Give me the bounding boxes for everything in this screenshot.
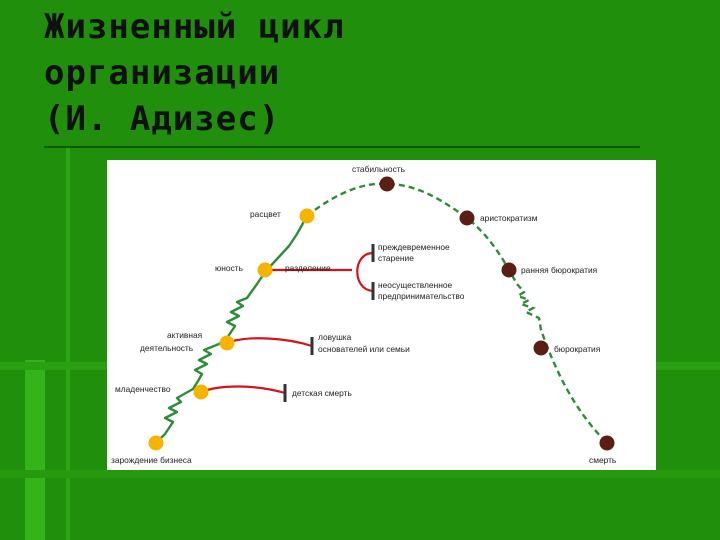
active-node xyxy=(219,335,235,351)
founder-trap-label-line2: основателей или семьи xyxy=(318,344,410,354)
separation-label: разделение xyxy=(285,263,331,273)
active-label-line1: активная xyxy=(167,330,202,340)
aristocracy-label: аристократизм xyxy=(480,213,538,223)
growth-curve xyxy=(155,215,309,444)
early-bureaucracy-node xyxy=(501,262,517,278)
stability-node xyxy=(379,176,395,192)
unrealized-label-line2: предпринимательство xyxy=(378,291,465,301)
death-label: смерть xyxy=(589,455,617,465)
birth-node xyxy=(148,435,164,451)
premature-aging-label-line1: преждевременное xyxy=(378,242,450,252)
youth-node xyxy=(257,262,273,278)
title-line: (И. Адизес) xyxy=(44,99,281,139)
aging-arc xyxy=(356,251,374,293)
aristocracy-node xyxy=(459,210,475,226)
bureaucracy-label: бюрократия xyxy=(554,344,600,354)
slide-title: Жизненный цикл организации (И. Адизес) xyxy=(44,4,345,142)
active-label-line2: деятельность xyxy=(140,343,194,353)
unrealized-label-line1: неосуществленное xyxy=(378,280,453,290)
background-stripe xyxy=(0,470,720,478)
bureaucracy-node xyxy=(533,340,549,356)
death-node xyxy=(599,435,615,451)
infancy-node xyxy=(193,384,209,400)
lifecycle-diagram-panel: зарождение бизнеса младенчество активная… xyxy=(107,160,656,470)
title-underline xyxy=(44,146,640,148)
background-stripe xyxy=(25,360,45,540)
decline-curve xyxy=(306,182,608,444)
infant-death-branch xyxy=(200,385,286,395)
founder-trap-label-line1: ловушка xyxy=(318,332,352,342)
youth-label: юность xyxy=(215,263,244,273)
title-line: Жизненный цикл xyxy=(44,7,345,47)
infant-death-label: детская смерть xyxy=(292,388,352,398)
stability-label: стабильность xyxy=(352,164,406,174)
infancy-label: младенчество xyxy=(115,384,171,394)
background-stripe xyxy=(66,148,70,540)
founder-trap-branch xyxy=(226,337,313,348)
premature-aging-label-line2: старение xyxy=(378,253,414,263)
early-bureaucracy-label: ранняя бюрократия xyxy=(521,265,597,275)
birth-label: зарождение бизнеса xyxy=(111,455,192,465)
prime-node xyxy=(299,208,315,224)
lifecycle-diagram: зарождение бизнеса младенчество активная… xyxy=(111,164,617,465)
title-line: организации xyxy=(44,53,281,93)
prime-label: расцвет xyxy=(250,209,281,219)
